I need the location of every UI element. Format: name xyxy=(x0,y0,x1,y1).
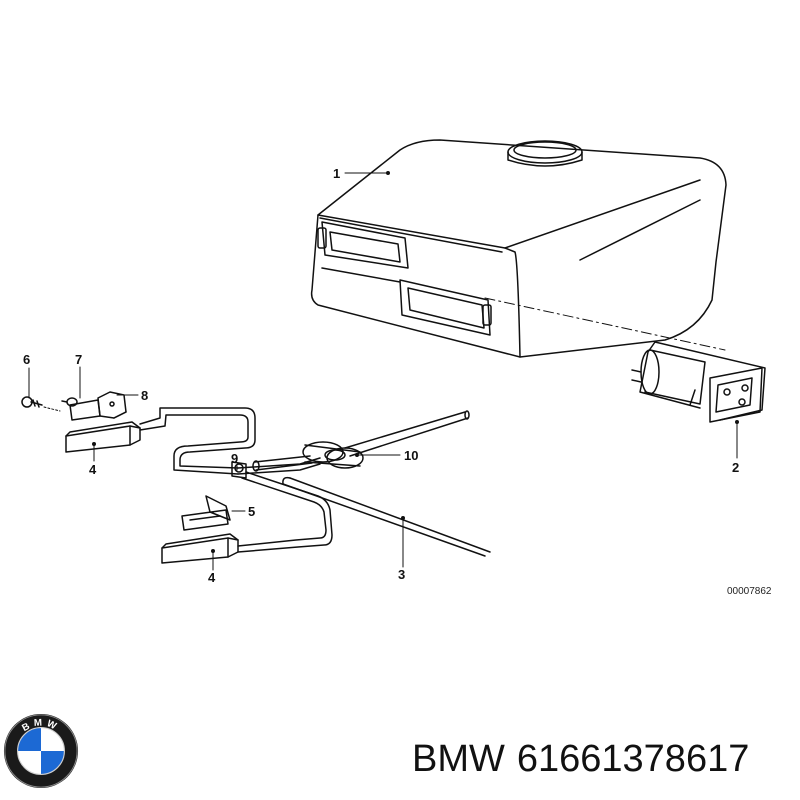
screw xyxy=(21,396,43,408)
callout-2: 2 xyxy=(732,460,739,475)
brand-name: BMW xyxy=(412,738,505,780)
nozzle-clip xyxy=(181,495,231,531)
part-label: BMW 61661378617 xyxy=(412,738,761,781)
washer-nozzle-upper xyxy=(65,421,141,453)
callout-4-lower: 4 xyxy=(208,570,216,585)
part-number: 61661378617 xyxy=(516,738,750,780)
callout-labels: 1 2 3 4 4 5 6 7 8 9 10 xyxy=(23,166,739,585)
callout-1: 1 xyxy=(333,166,340,181)
callout-6: 6 xyxy=(23,352,30,367)
washer-pump xyxy=(631,341,766,423)
alignment-line xyxy=(484,297,726,351)
nozzle-bracket xyxy=(69,391,127,421)
callout-8: 8 xyxy=(141,388,148,403)
washer-hose-assembly xyxy=(139,407,491,557)
washer-nozzle-lower xyxy=(161,533,239,564)
leader-lines xyxy=(28,171,739,571)
callout-10: 10 xyxy=(404,448,418,463)
bmw-logo: BMW xyxy=(3,713,79,789)
callout-7: 7 xyxy=(75,352,82,367)
callout-9: 9 xyxy=(231,451,238,466)
callout-3: 3 xyxy=(398,567,405,582)
washer-reservoir-tank xyxy=(310,139,727,358)
callout-5: 5 xyxy=(248,504,255,519)
clip-nut xyxy=(61,397,78,407)
figure-code: 00007862 xyxy=(727,586,772,597)
callout-4-upper: 4 xyxy=(89,462,97,477)
